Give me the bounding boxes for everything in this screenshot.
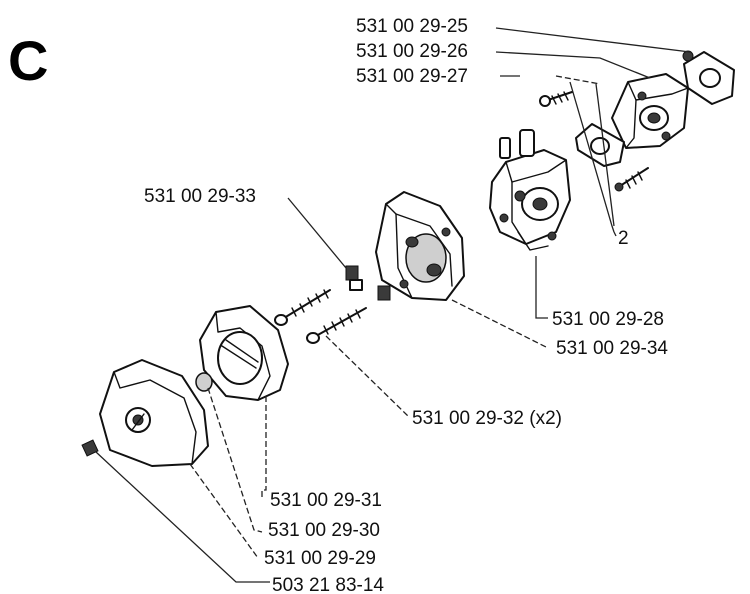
intake-screw-lower [614, 167, 649, 192]
filter-nut [195, 372, 213, 392]
label-531-00-29-27: 531 00 29-27 [356, 66, 468, 87]
callout-number: 2 [618, 228, 629, 249]
filter-cover [99, 359, 209, 467]
label-531-00-29-26: 531 00 29-26 [356, 41, 468, 62]
filter-element [199, 305, 289, 401]
cover-knob [81, 439, 99, 457]
section-letter: C [8, 29, 48, 92]
intake-screw-upper [539, 91, 573, 107]
gasket-top [682, 50, 735, 105]
label-531-00-29-29: 531 00 29-29 [264, 548, 376, 569]
long-screw-upper [274, 289, 331, 326]
carburetor [489, 129, 571, 251]
rear-plate-screw [345, 265, 391, 301]
label-531-00-29-30: 531 00 29-30 [268, 520, 380, 541]
label-531-00-29-32: 531 00 29-32 (x2) [412, 408, 562, 429]
gasket-small [575, 123, 625, 167]
label-531-00-29-25: 531 00 29-25 [356, 16, 468, 37]
label-531-00-29-34: 531 00 29-34 [556, 338, 668, 359]
long-screw-lower [306, 307, 367, 344]
label-503-21-83-14: 503 21 83-14 [272, 575, 384, 594]
intake-flange [611, 73, 689, 149]
label-531-00-29-31: 531 00 29-31 [270, 490, 382, 511]
label-531-00-29-28: 531 00 29-28 [552, 309, 664, 330]
rear-plate [375, 191, 465, 301]
label-531-00-29-33: 531 00 29-33 [144, 186, 256, 207]
